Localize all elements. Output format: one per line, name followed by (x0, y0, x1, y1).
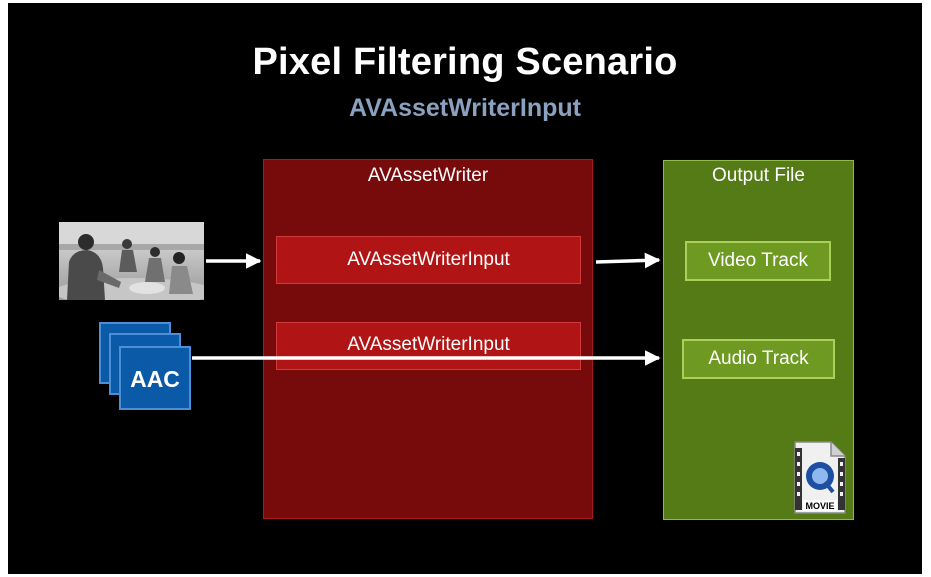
arrow-input-to-video-track (595, 252, 661, 269)
asset-writer-label: AVAssetWriter (367, 165, 489, 186)
audio-track-box: Audio Track (682, 339, 835, 379)
slide: Pixel Filtering Scenario AVAssetWriterIn… (8, 3, 922, 574)
video-track-box: Video Track (685, 241, 831, 281)
aac-audio-files-icon: AAC (99, 322, 191, 410)
beach-photo-image (59, 222, 204, 300)
slide-title: Pixel Filtering Scenario (252, 41, 678, 83)
aac-label: AAC (130, 366, 180, 392)
output-file-label: Output File (712, 165, 805, 186)
movie-icon-label: MOVIE (805, 501, 834, 511)
slide-subtitle: AVAssetWriterInput (349, 94, 581, 122)
quicktime-movie-icon: MOVIE (794, 441, 846, 514)
asset-writer-input-audio: AVAssetWriterInput (276, 322, 581, 370)
asset-writer-input-video: AVAssetWriterInput (276, 236, 581, 284)
